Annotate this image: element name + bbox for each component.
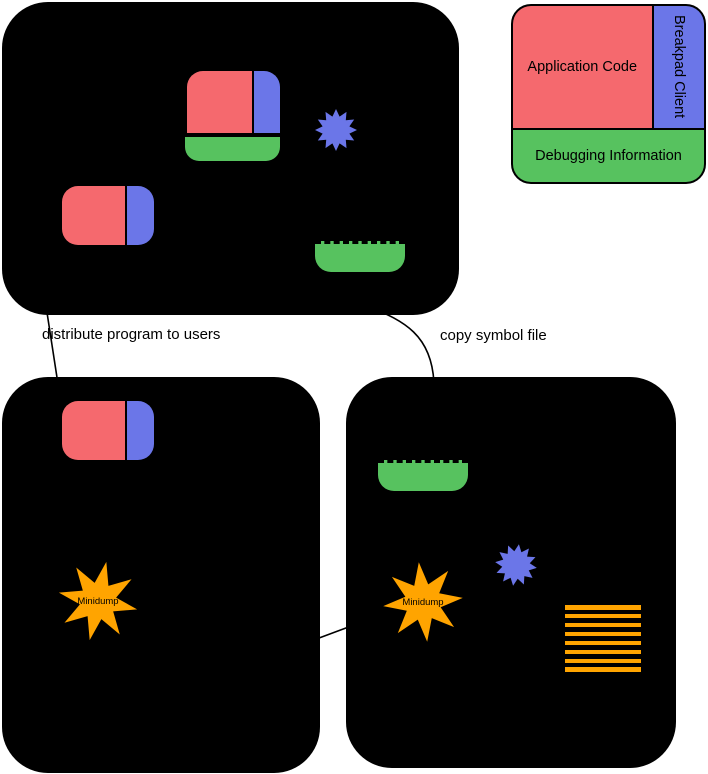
edge-distribute-line: [45, 305, 59, 385]
stack-trace-icon: [565, 605, 641, 672]
stack-trace-line: [565, 658, 641, 664]
stack-trace-line: [565, 640, 641, 646]
breakpad-client-block: [254, 71, 280, 133]
minidump-star-icon: Minidump: [58, 561, 138, 641]
stripped-application-icon: [62, 401, 154, 460]
stack-trace-line: [565, 631, 641, 637]
stack-trace-line: [565, 622, 641, 628]
legend: Application Code Breakpad Client Debuggi…: [511, 4, 706, 184]
breakpad-client-block: [127, 186, 154, 245]
legend-debugging-information: Debugging Information: [513, 130, 704, 182]
symbol-file-icon: [378, 460, 468, 491]
debugging-information-block: [185, 137, 280, 161]
minidump-label: Minidump: [402, 596, 444, 608]
minidump-star-shape: [383, 562, 463, 642]
breakpad-client-block: [127, 401, 154, 460]
application-code-block: [62, 186, 125, 245]
stack-trace-line: [565, 605, 641, 610]
stack-trace-line: [565, 613, 641, 619]
stack-trace-line: [565, 667, 641, 672]
application-code-block: [187, 71, 252, 133]
end-user-machine-box: [2, 377, 320, 773]
minidump-label: Minidump: [77, 595, 119, 607]
starburst-tool-icon: [495, 544, 537, 586]
application-with-symbols-icon: [185, 71, 280, 161]
starburst-tool-icon: [315, 109, 357, 151]
stripped-application-icon: [62, 186, 154, 245]
stack-trace-line: [565, 649, 641, 655]
legend-application-code: Application Code: [513, 6, 652, 128]
legend-breakpad-client: Breakpad Client: [654, 6, 704, 128]
minidump-star-shape: [58, 561, 138, 641]
edge-copy-symbol-line: [367, 305, 435, 385]
copy-symbol-file-label: copy symbol file: [440, 327, 547, 344]
distribute-program-label: distribute program to users: [42, 326, 221, 343]
minidump-star-icon: Minidump: [383, 562, 463, 642]
symbol-file-icon: [315, 241, 405, 272]
application-code-block: [62, 401, 125, 460]
